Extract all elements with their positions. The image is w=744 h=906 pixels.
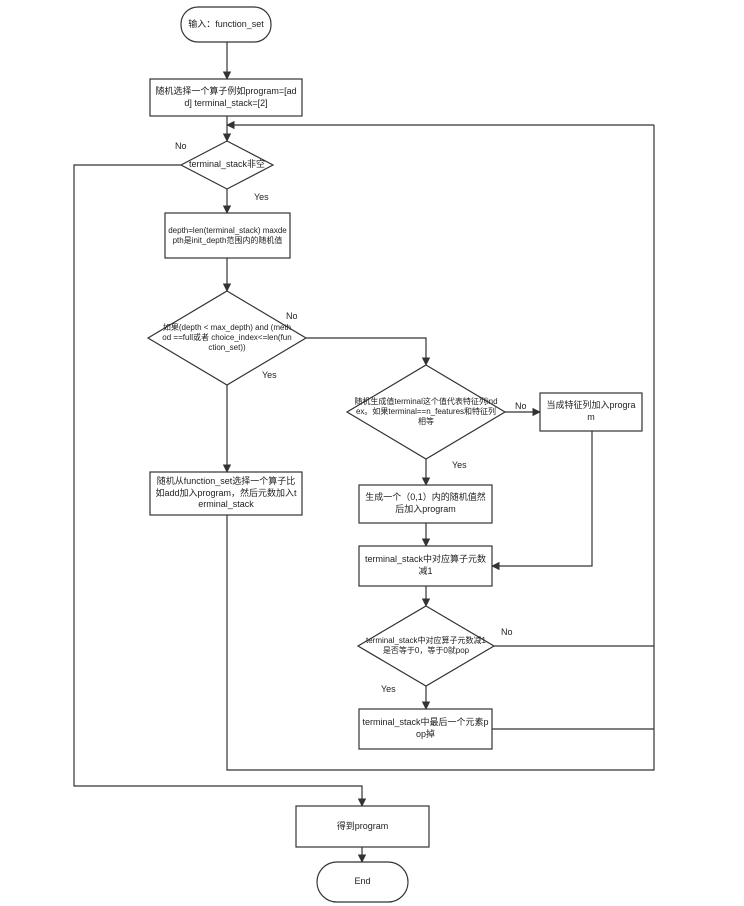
dec-arity-node-text: terminal_stack中对应算子元数减1 bbox=[364, 554, 487, 576]
cond-yes-label: Yes bbox=[262, 370, 277, 380]
start-node-text: 输入：function_set bbox=[188, 18, 264, 29]
check-empty-yes-label: Yes bbox=[254, 192, 269, 202]
end-node-text: End bbox=[354, 876, 371, 887]
depth-node-text: depth=len(terminal_stack) maxdepth是init_… bbox=[168, 225, 287, 245]
check-zero-node-text: terminal_stack中对应算子元数减1是否等于0，等于0就pop bbox=[365, 636, 487, 655]
check-empty-node-text: terminal_stack非空 bbox=[188, 159, 266, 170]
pop-last-node-text: terminal_stack中最后一个元素pop掉 bbox=[362, 717, 489, 739]
rand-value-node-text: 生成一个（0,1）内的随机值然后加入program bbox=[365, 492, 486, 514]
cond-node-text: 如果(depth < max_depth) and (method ==full… bbox=[162, 323, 292, 352]
check-zero-yes-label: Yes bbox=[381, 684, 396, 694]
gen-terminal-no-label: No bbox=[515, 401, 527, 411]
edge-pick-func-to-loop bbox=[226, 125, 655, 771]
gen-terminal-node-text: 随机生成值terminal这个值代表特征列index。如果terminal==n… bbox=[354, 397, 498, 426]
pick-func-node-text: 随机从function_set选择一个算子比如add加入program，然后元数… bbox=[155, 475, 297, 510]
as-feature-process-shape bbox=[539, 392, 643, 432]
edge-check-empty-no-to-get-program bbox=[73, 164, 367, 807]
gen-terminal-yes-label: Yes bbox=[452, 460, 467, 470]
cond-no-label: No bbox=[286, 311, 298, 321]
edge-as-feature-to-dec-arity bbox=[491, 431, 593, 571]
get-program-node-text: 得到program bbox=[336, 820, 389, 831]
init-node-text: 随机选择一个算子例如program=[add] terminal_stack=[… bbox=[155, 85, 297, 108]
pop-last-process-shape bbox=[358, 708, 493, 750]
check-empty-no-label: No bbox=[175, 141, 187, 151]
init-process-shape bbox=[149, 78, 303, 117]
as-feature-node-text: 当成特征列加入program bbox=[546, 400, 636, 422]
pick-func-process-shape bbox=[149, 471, 303, 516]
get-program-process-shape bbox=[295, 805, 430, 848]
check-zero-no-label: No bbox=[501, 627, 513, 637]
start-terminator-shape bbox=[180, 6, 272, 43]
rand-value-process-shape bbox=[358, 484, 493, 524]
edge-cond-no-to-gen-terminal bbox=[306, 337, 431, 366]
